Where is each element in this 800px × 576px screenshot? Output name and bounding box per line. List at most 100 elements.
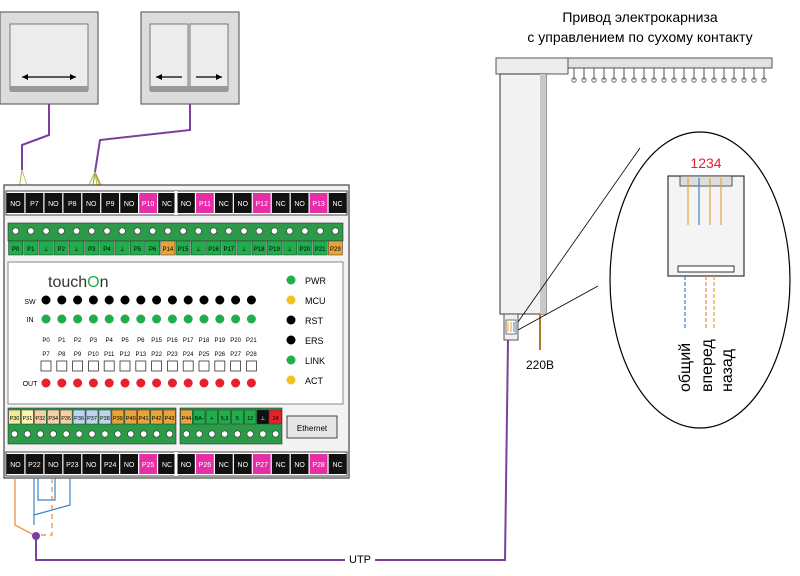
bus-terminal-label: 5: [236, 416, 239, 422]
relay-terminal: [158, 193, 176, 213]
relay-terminal: [6, 193, 25, 213]
terminal-pin-label: P17: [223, 247, 234, 253]
relay-terminal: [6, 454, 25, 474]
relay-terminal: [63, 193, 82, 213]
output-switch: [88, 360, 99, 372]
relay-terminal-label: P25: [142, 462, 155, 469]
relay-terminal: [196, 193, 214, 213]
input-led: [104, 314, 114, 324]
terminal-pin-label: P2: [58, 247, 66, 253]
relay-terminal: [177, 193, 195, 213]
output-label: P11: [104, 352, 115, 358]
pin-numbers: 1234: [690, 155, 721, 171]
terminal-pin: [47, 409, 60, 425]
screw-terminal: [140, 430, 148, 438]
input-led: [231, 314, 241, 324]
terminal-pin-label: P14: [163, 247, 174, 253]
screw-terminal: [57, 227, 65, 235]
relay-terminal: [120, 454, 139, 474]
screw-terminal: [286, 227, 294, 235]
output-switch: [198, 360, 210, 372]
terminal-pin: [85, 409, 99, 425]
bus-terminal-label: +: [210, 416, 213, 422]
terminal-pin-label: P37: [87, 416, 97, 422]
output-switch: [182, 360, 194, 372]
relay-terminal-label: NO: [294, 201, 305, 208]
bus-terminal-pin: [180, 409, 193, 425]
terminal-pin-label: ⊥: [196, 246, 201, 253]
output-led: [136, 378, 146, 388]
terminal-pin-label: P40: [126, 416, 136, 422]
sw-led: [183, 295, 193, 305]
in-row-label: IN: [27, 317, 34, 324]
terminal-pin: [163, 409, 176, 425]
relay-terminal: [101, 454, 120, 474]
output-switch: [40, 360, 52, 372]
sw-led: [231, 295, 241, 305]
screw-terminal: [316, 227, 324, 235]
screw-terminal: [73, 227, 81, 235]
sw-led: [246, 295, 256, 305]
terminal-pin-label: P21: [315, 247, 326, 253]
pin-contacts: [687, 178, 722, 225]
output-wiring: [14, 478, 71, 536]
relay-terminal: [271, 193, 290, 213]
output-led: [120, 378, 130, 388]
terminal-pin: [236, 240, 252, 256]
terminal-pin-label: ⊥: [74, 246, 79, 253]
relay-terminal-label: P27: [256, 462, 269, 469]
terminal-pin-label: P36: [74, 416, 84, 422]
screw-terminal: [195, 430, 203, 438]
relay-terminal-label: NO: [238, 462, 249, 469]
relay-terminal-label: P8: [68, 201, 77, 208]
terminal-pin-label: P5: [134, 247, 142, 253]
relay-terminal: [139, 193, 157, 213]
sw-led: [57, 295, 67, 305]
screw-terminal: [164, 227, 172, 235]
input-label: P17: [183, 338, 194, 344]
terminal-pin: [38, 240, 54, 256]
sw-led: [73, 295, 83, 305]
status-label: ACT: [305, 376, 324, 386]
relay-terminal: [177, 454, 195, 474]
terminal-pin: [145, 240, 161, 256]
relay-terminal: [196, 454, 214, 474]
relay-terminal-label: NC: [162, 462, 172, 469]
relay-terminal: [309, 193, 328, 213]
terminal-pin: [8, 240, 23, 256]
terminal-pin-label: P34: [48, 416, 58, 422]
status-label: PWR: [305, 276, 326, 286]
relay-terminal-label: P13: [312, 201, 325, 208]
relay-terminal-label: NO: [124, 462, 135, 469]
relay-terminal-label: P12: [256, 201, 269, 208]
input-led: [152, 314, 162, 324]
relay-terminal-label: NC: [276, 201, 286, 208]
terminal-pin-label: P19: [269, 247, 280, 253]
screw-terminal: [127, 430, 135, 438]
sw-led: [152, 295, 162, 305]
output-switch: [103, 360, 115, 372]
relay-terminal-label: NO: [10, 462, 21, 469]
screw-terminal: [221, 430, 229, 438]
terminal-pin: [190, 240, 206, 256]
output-switch: [72, 360, 83, 372]
output-label: P12: [120, 352, 131, 358]
relay-terminal: [290, 454, 309, 474]
terminal-pin: [34, 409, 47, 425]
screw-terminal: [166, 430, 174, 438]
output-led: [41, 378, 51, 388]
relay-terminal: [328, 193, 347, 213]
terminal-pin: [99, 240, 115, 256]
output-led: [246, 378, 256, 388]
output-label: P22: [151, 352, 162, 358]
terminal-pin-label: P15: [178, 247, 189, 253]
terminal-pin: [130, 240, 145, 256]
screw-terminal: [246, 430, 254, 438]
output-switch: [56, 360, 68, 372]
input-label: P6: [137, 338, 145, 344]
input-led: [199, 314, 209, 324]
terminal-pin: [160, 240, 176, 256]
terminal-pin-label: P6: [149, 247, 157, 253]
